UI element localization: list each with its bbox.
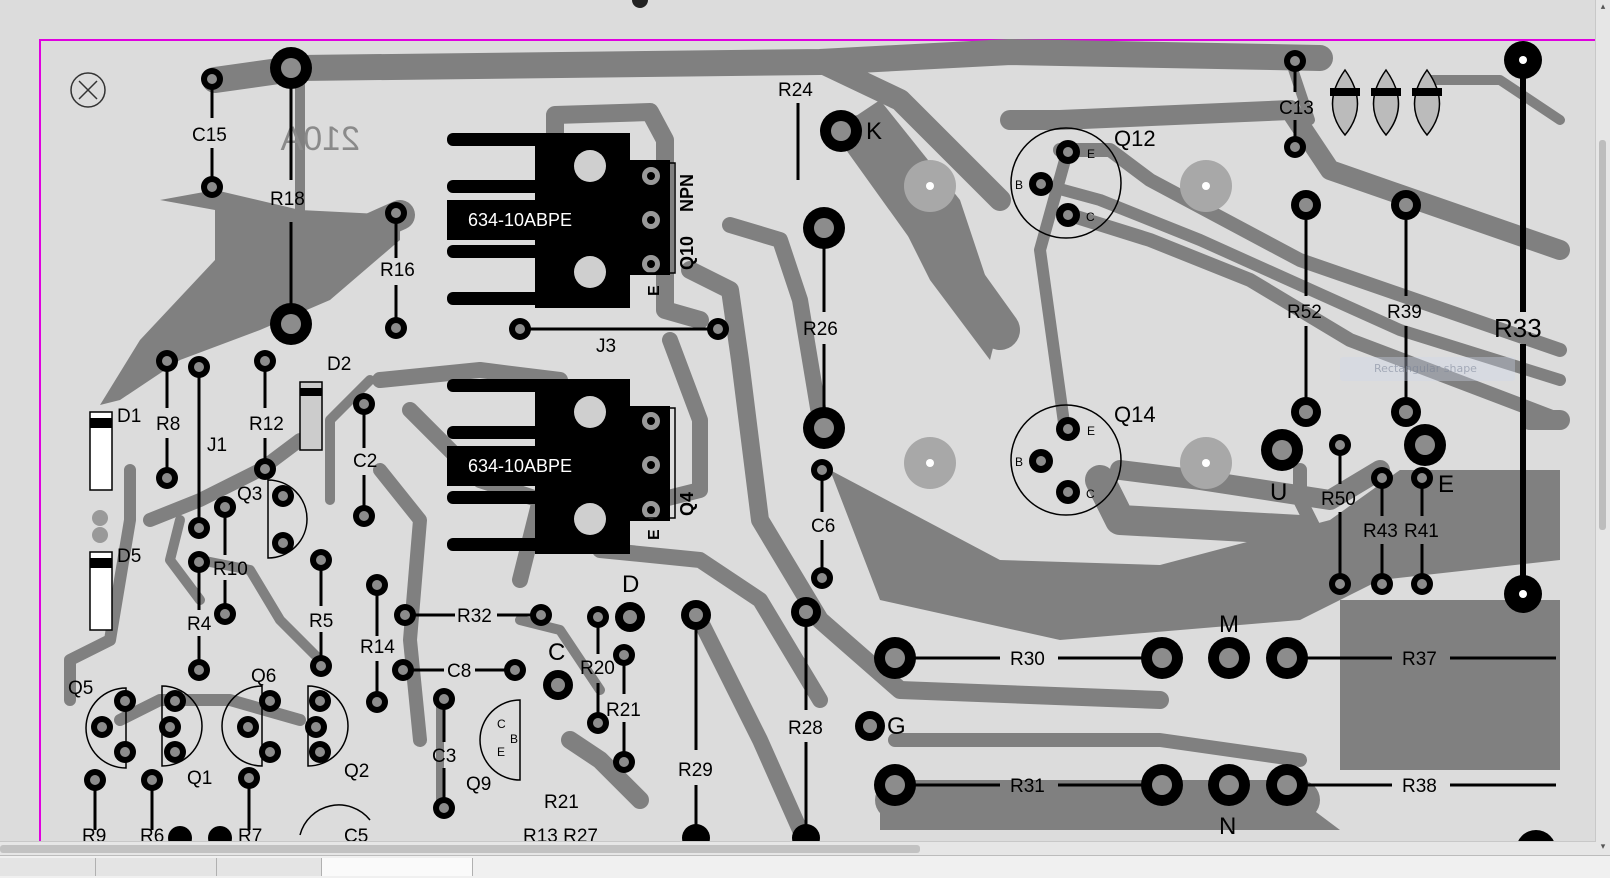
q9-pin-b: B [510,732,518,746]
horizontal-scrollbar[interactable] [0,841,1596,856]
bottom-tab[interactable] [217,858,322,876]
label-npn: NPN [677,174,697,212]
label-d5: D5 [117,546,141,567]
label-r5: R5 [309,611,333,632]
label-q10: Q10 [677,236,697,270]
q14-pin-b: B [1015,455,1023,469]
q12-pin-b: B [1015,178,1023,192]
label-r28: R28 [788,718,823,739]
q14-pin-e: E [1087,424,1095,438]
q12-pin-c: C [1086,210,1095,224]
label-q12: Q12 [1114,126,1156,151]
bottom-tab-active[interactable] [322,858,473,876]
q12-pin-e: E [1087,147,1095,161]
label-r8: R8 [156,414,180,435]
testpoint-e: E [1438,471,1454,498]
label-r16: R16 [380,260,415,281]
scroll-down-arrow-icon[interactable]: ▾ [1600,842,1606,852]
transistor-q14[interactable] [1010,404,1122,516]
vertical-scroll-thumb[interactable] [1599,140,1606,530]
label-c13: C13 [1279,98,1314,119]
label-r21a: R21 [606,700,641,721]
testpoint-d: D [622,571,639,598]
label-d2: D2 [327,354,351,375]
scroll-up-arrow-icon[interactable]: ▴ [1600,2,1606,12]
diode-d5[interactable] [89,551,113,631]
diode-d1[interactable] [89,411,113,491]
label-r18: R18 [270,189,305,210]
label-j1: J1 [207,435,227,456]
label-q5: Q5 [68,678,93,699]
testpoint-n: N [1219,813,1236,840]
label-r43: R43 [1363,521,1398,542]
label-c6: C6 [811,516,835,537]
label-q9: Q9 [466,774,491,795]
label-r14: R14 [360,637,395,658]
label-q2: Q2 [344,761,369,782]
label-c15: C15 [192,125,227,146]
heatsink-q4[interactable]: 634-10ABPE [447,379,676,554]
label-r20: R20 [580,658,615,679]
label-q6: Q6 [251,666,276,687]
label-q4: Q4 [677,492,697,516]
heatsink-q10[interactable]: 634-10ABPE [447,133,676,308]
label-q14: Q14 [1114,402,1156,427]
label-r50: R50 [1321,489,1356,510]
label-q4-e: E [646,529,663,540]
close-circle-icon[interactable] [70,72,106,108]
label-r4: R4 [187,614,212,635]
label-q10-e: E [646,285,663,296]
bottom-tab[interactable] [96,858,217,876]
label-r32: R32 [457,606,492,627]
small-transistor-outlines [85,479,521,781]
label-r37: R37 [1402,649,1437,670]
label-q3: Q3 [237,484,262,505]
bottom-tab[interactable] [0,858,96,876]
label-d1: D1 [117,406,141,427]
testpoint-c: C [548,639,565,666]
q14-pin-c: C [1086,487,1095,501]
label-r39: R39 [1387,302,1422,323]
heatsink-label-q10: 634-10ABPE [468,210,572,230]
label-r31: R31 [1010,776,1045,797]
label-c8: C8 [447,661,471,682]
label-r24: R24 [778,80,813,101]
label-c3: C3 [432,746,456,767]
mounting-holes [904,160,1232,489]
testpoint-u: U [1270,479,1287,506]
transistor-q12[interactable] [1010,127,1122,239]
heatsink-label-q4: 634-10ABPE [468,456,572,476]
label-r52: R52 [1287,302,1322,323]
label-r29: R29 [678,760,713,781]
testpoint-m: M [1219,611,1239,638]
label-r26: R26 [803,319,838,340]
horizontal-scroll-thumb[interactable] [0,845,920,853]
board-outline [39,39,1596,860]
label-r33: R33 [1494,313,1542,343]
diode-d2[interactable] [299,381,323,451]
label-r12: R12 [249,414,284,435]
q9-pin-e: E [497,745,505,759]
testpoint-k: K [866,118,882,145]
q9-pin-c: C [497,717,506,731]
hover-tooltip: Rectangular shape [1340,357,1515,381]
label-q1: Q1 [187,768,212,789]
board-id-text: 210A [280,120,360,158]
led-row[interactable] [1330,68,1442,137]
label-r38: R38 [1402,776,1437,797]
label-r10: R10 [213,559,248,580]
label-r41: R41 [1404,521,1439,542]
label-c2: C2 [353,451,377,472]
label-r30: R30 [1010,649,1045,670]
bottom-tab-strip [0,855,1610,878]
label-j3: J3 [596,336,616,357]
vertical-scrollbar[interactable]: ▴ ▾ [1595,0,1610,856]
testpoint-g: G [887,713,906,740]
label-r21b: R21 [544,792,579,813]
